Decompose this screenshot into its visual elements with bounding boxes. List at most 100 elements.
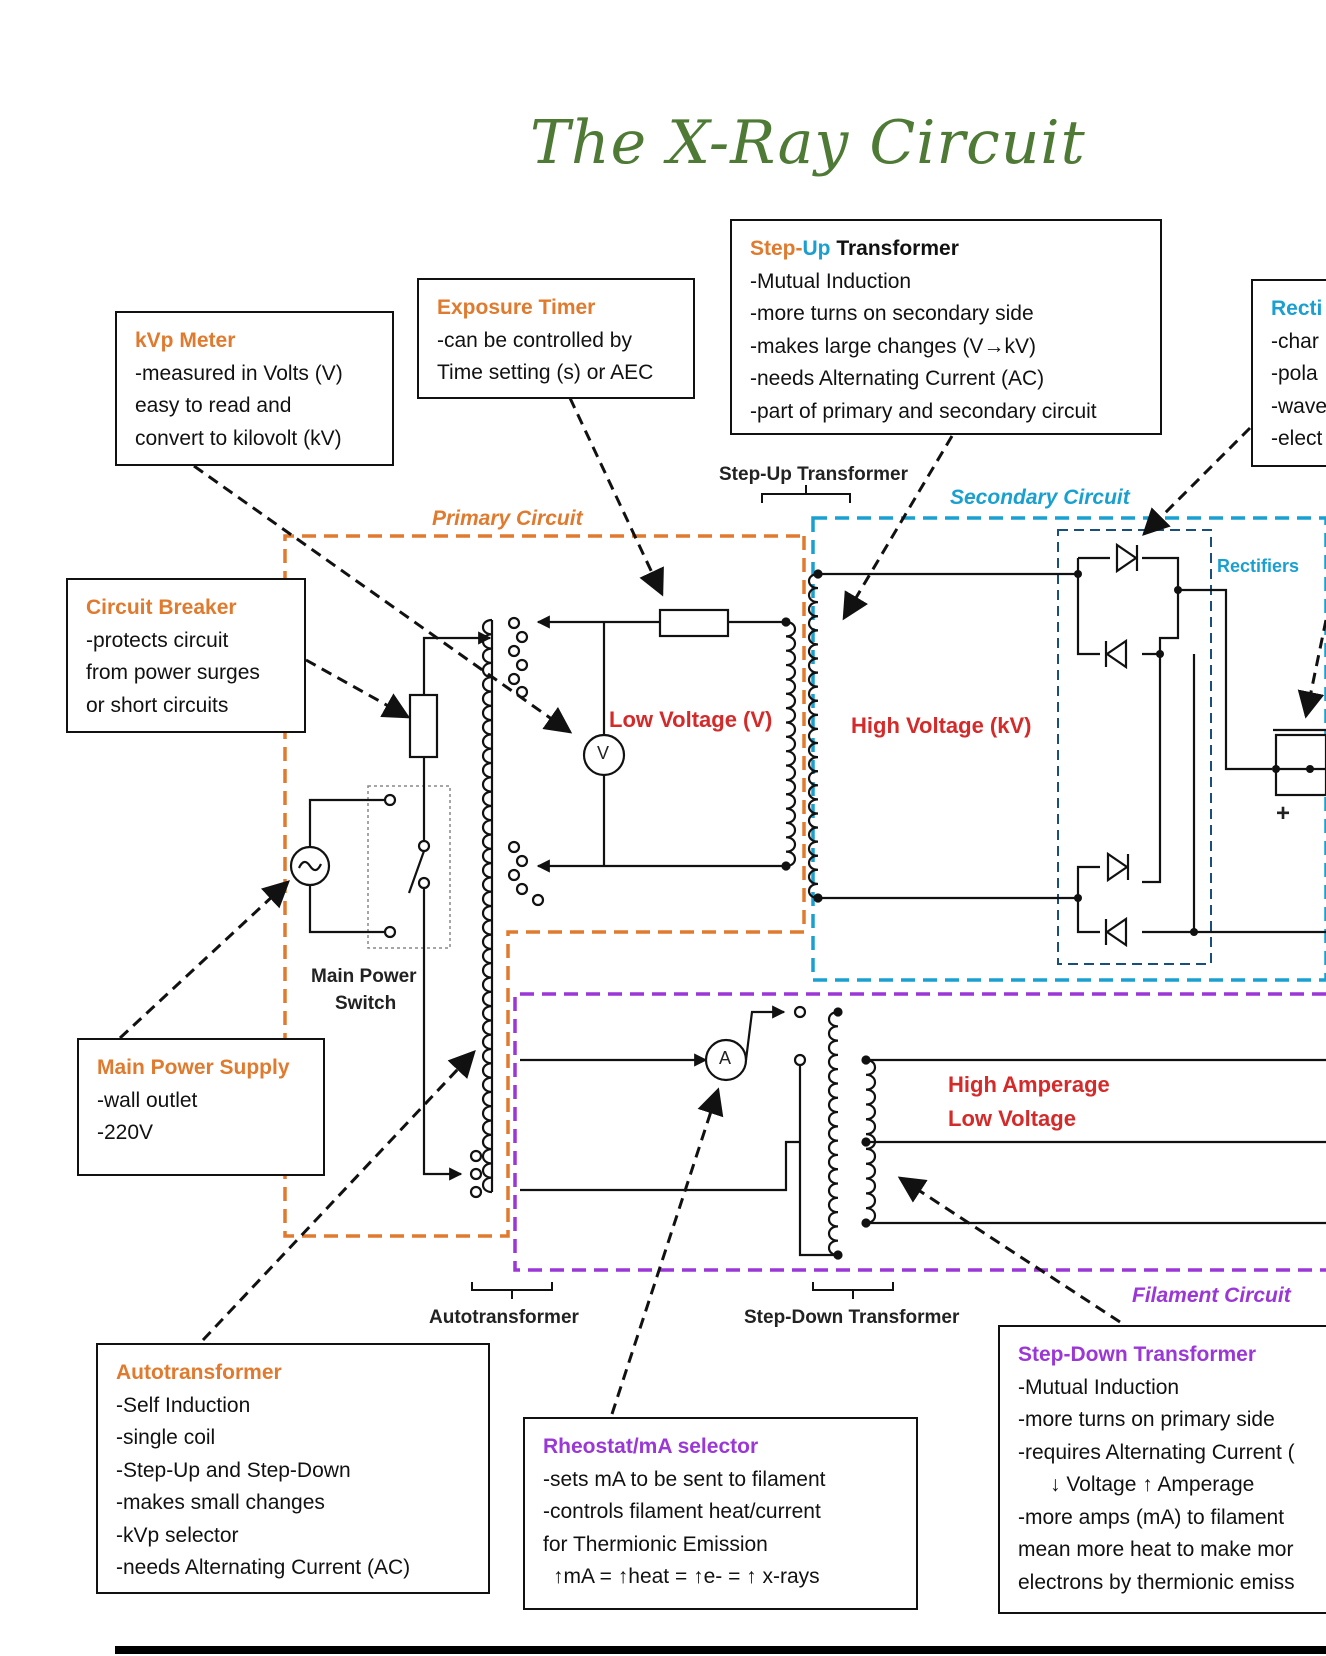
step-down-line-5: -more amps (mA) to filament: [1018, 1505, 1285, 1529]
rectifier-heading: Recti: [1271, 297, 1323, 320]
diodes: [1104, 542, 1139, 948]
step-up-line-4: -needs Alternating Current (AC): [750, 367, 1045, 390]
main-power-supply-box: Main Power Supply -wall outlet -220V: [77, 1038, 325, 1176]
main-power-switch: [383, 793, 431, 939]
step-up-line-5: -part of primary and secondary circuit: [750, 399, 1097, 423]
circuit-breaker-line-2: from power surges: [86, 661, 260, 684]
kvp-meter-box: kVp Meter -measured in Volts (V) easy to…: [115, 311, 394, 466]
rheostat-line-2: -controls filament heat/current: [543, 1500, 821, 1523]
secondary-wires: [818, 556, 1326, 934]
step-up-line-2: -more turns on secondary side: [750, 302, 1034, 325]
ammeter-symbol: A: [719, 1048, 732, 1068]
autotransformer-line-3: -Step-Up and Step-Down: [116, 1458, 351, 1482]
rheostat-box: Rheostat/mA selector -sets mA to be sent…: [523, 1417, 918, 1610]
exposure-timer-line-1: -can be controlled by: [437, 328, 632, 352]
bottom-rule: [115, 1646, 1326, 1654]
step-down-line-2: -more turns on primary side: [1018, 1408, 1275, 1431]
step-down-bracket: [812, 1282, 894, 1299]
secondary-circuit-label: Secondary Circuit: [950, 486, 1130, 509]
autotransformer-bracket: [471, 1282, 553, 1299]
primary-loop: [536, 615, 786, 873]
step-up-transformer-box: Step-Up Transformer -Mutual Induction -m…: [730, 219, 1162, 435]
step-down-line-4: ↓ Voltage ↑ Amperage: [1050, 1473, 1255, 1496]
autotransformer-line-2: -single coil: [116, 1426, 216, 1449]
primary-circuit-border: [283, 534, 806, 1238]
autotransformer-line-1: -Self Induction: [116, 1393, 251, 1417]
step-down-line-7: electrons by thermionic emiss: [1018, 1570, 1295, 1594]
primary-wires: [422, 631, 492, 1181]
step-up-primary-coil: [781, 617, 797, 871]
rectifier-line-3: -wave: [1271, 394, 1326, 418]
autotransformer-line-6: -needs Alternating Current (AC): [116, 1556, 411, 1579]
high-amperage-label: High Amperage: [948, 1072, 1110, 1097]
step-down-heading: Step-Down Transformer: [1018, 1343, 1257, 1366]
autotransformer-coil: [481, 618, 494, 1194]
plus-sign: +: [1276, 800, 1291, 827]
filament-circuit-border: [513, 992, 1326, 1272]
step-down-secondary-coil: [861, 1055, 877, 1228]
primary-circuit-label: Primary Circuit: [432, 507, 583, 530]
autotransformer-box: Autotransformer -Self Induction -single …: [96, 1343, 490, 1594]
step-up-heading: Step-Up Transformer: [750, 233, 1142, 266]
step-up-heading-step: Step-: [750, 237, 803, 260]
step-down-primary-coil: [827, 1007, 843, 1260]
rectifiers-label: Rectifiers: [1217, 556, 1300, 576]
high-voltage-label: High Voltage (kV): [851, 713, 1032, 738]
kvp-meter-heading: kVp Meter: [135, 329, 236, 352]
voltmeter: [582, 733, 626, 777]
rectifiers-border: [1057, 529, 1212, 965]
step-up-line-1: -Mutual Induction: [750, 269, 912, 293]
rectifier-box: Recti -char -pola -wave -elect: [1251, 279, 1326, 467]
circuit-breaker-heading: Circuit Breaker: [86, 596, 237, 619]
main-power-line-2: -220V: [97, 1121, 154, 1144]
page-title: The X-Ray Circuit: [530, 108, 1086, 178]
secondary-circuit-border: [811, 516, 1326, 982]
step-down-line-3: -requires Alternating Current (: [1018, 1440, 1295, 1464]
circuit-breaker-box: Circuit Breaker -protects circuit from p…: [66, 578, 306, 733]
rheostat-line-4: ↑mA = ↑heat = ↑e- = ↑ x-rays: [553, 1565, 820, 1588]
circuit-breaker-line-3: or short circuits: [86, 693, 229, 717]
circuit-breaker-line-1: -protects circuit: [86, 628, 229, 652]
step-up-line-3: -makes large changes (V→kV): [750, 334, 1036, 358]
autotransformer-heading: Autotransformer: [116, 1361, 282, 1384]
rheostat-line-1: -sets mA to be sent to filament: [543, 1467, 826, 1491]
callout-arrows: [118, 397, 1326, 1415]
voltmeter-symbol: V: [597, 743, 610, 763]
rectifier-line-2: -pola: [1271, 362, 1318, 385]
tube-terminal: [1274, 733, 1326, 797]
low-voltage-filament-label: Low Voltage: [948, 1106, 1076, 1131]
filament-circuit-label: Filament Circuit: [1132, 1284, 1291, 1307]
autotransformer-line-4: -makes small changes: [116, 1491, 325, 1514]
main-power-heading: Main Power Supply: [97, 1056, 290, 1079]
rheostat-heading: Rheostat/mA selector: [543, 1435, 759, 1458]
filament-wires: [520, 1005, 1326, 1257]
step-down-line-6: mean more heat to make mor: [1018, 1538, 1294, 1561]
autotransformer-line-5: -kVp selector: [116, 1523, 239, 1547]
main-power-switch-label-2: Switch: [335, 993, 397, 1014]
step-down-taps: [793, 1005, 807, 1067]
step-up-transformer-label: Step-Up Transformer: [719, 464, 908, 485]
exposure-timer-resistor: [658, 608, 730, 638]
rheostat-line-3: for Thermionic Emission: [543, 1532, 768, 1556]
exposure-timer-box: Exposure Timer -can be controlled by Tim…: [417, 278, 695, 399]
ac-source: [289, 798, 384, 934]
main-power-switch-label-1: Main Power: [311, 966, 417, 987]
exposure-timer-heading: Exposure Timer: [437, 296, 596, 319]
main-switch-border: [367, 785, 451, 949]
main-power-line-1: -wall outlet: [97, 1088, 198, 1112]
auto-taps: [469, 616, 545, 1199]
kvp-meter-line-1: -measured in Volts (V): [135, 361, 343, 385]
autotransformer-label: Autotransformer: [429, 1307, 579, 1328]
step-down-transformer-label: Step-Down Transformer: [744, 1307, 960, 1328]
step-up-secondary-coil: [807, 569, 823, 903]
rectifier-junctions: [1074, 570, 1198, 936]
kvp-meter-line-3: convert to kilovolt (kV): [135, 426, 342, 450]
step-down-transformer-box: Step-Down Transformer -Mutual Induction …: [998, 1325, 1326, 1614]
rectifier-line-4: -elect: [1271, 427, 1323, 450]
step-up-bracket: [761, 485, 851, 503]
circuit-breaker-fuse: [408, 693, 439, 759]
step-up-heading-up: Up: [802, 237, 831, 260]
low-voltage-label: Low Voltage (V): [609, 707, 773, 732]
step-down-line-1: -Mutual Induction: [1018, 1375, 1180, 1399]
